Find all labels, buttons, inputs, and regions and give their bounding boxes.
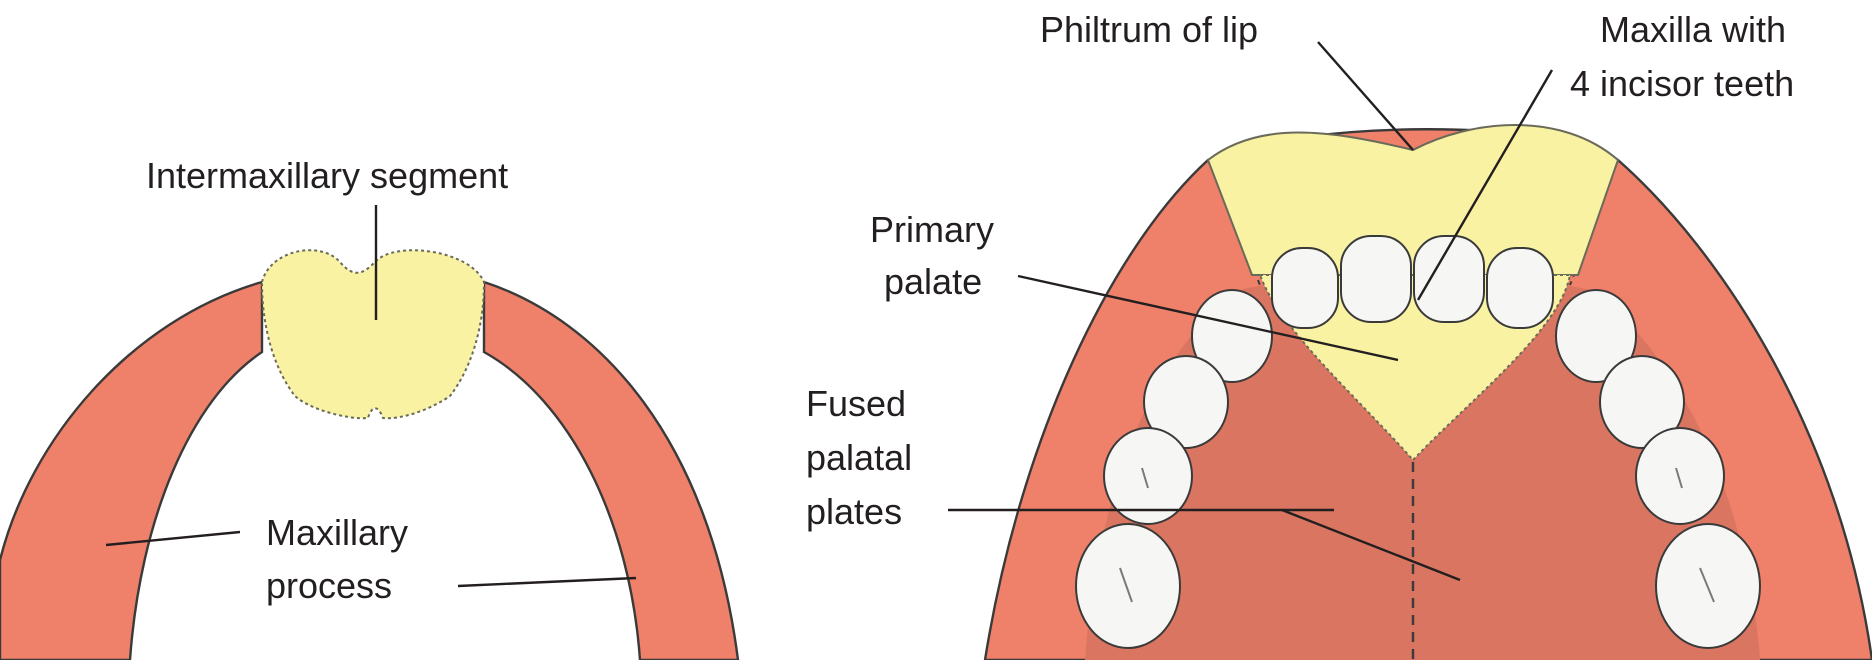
incisor-tooth bbox=[1272, 248, 1338, 328]
maxilla-label-line1: Maxilla with bbox=[1600, 9, 1786, 50]
philtrum-label: Philtrum of lip bbox=[1040, 9, 1258, 50]
maxillary-process-leader-right bbox=[458, 578, 636, 586]
intermaxillary-segment-shape bbox=[262, 250, 484, 418]
maxillary-label: Maxillary bbox=[266, 512, 408, 553]
tooth bbox=[1076, 524, 1180, 648]
fused-plates-label-line1: Fused bbox=[806, 383, 906, 424]
incisor-tooth bbox=[1487, 248, 1553, 328]
maxilla-label-line2: 4 incisor teeth bbox=[1570, 63, 1794, 104]
primary-palate-label-line1: Primary bbox=[870, 209, 994, 250]
intermaxillary-segment-label: Intermaxillary segment bbox=[146, 155, 508, 196]
fused-plates-label-line3: plates bbox=[806, 491, 902, 532]
fused-plates-label-line2: palatal bbox=[806, 437, 912, 478]
process-label: process bbox=[266, 565, 392, 606]
primary-palate-label-line2: palate bbox=[884, 261, 982, 302]
right-diagram: Philtrum of lip Maxilla with 4 incisor t… bbox=[806, 9, 1872, 660]
tooth bbox=[1636, 428, 1724, 524]
left-diagram: Intermaxillary segment Maxillary process bbox=[0, 155, 738, 660]
incisor-tooth bbox=[1341, 236, 1411, 322]
